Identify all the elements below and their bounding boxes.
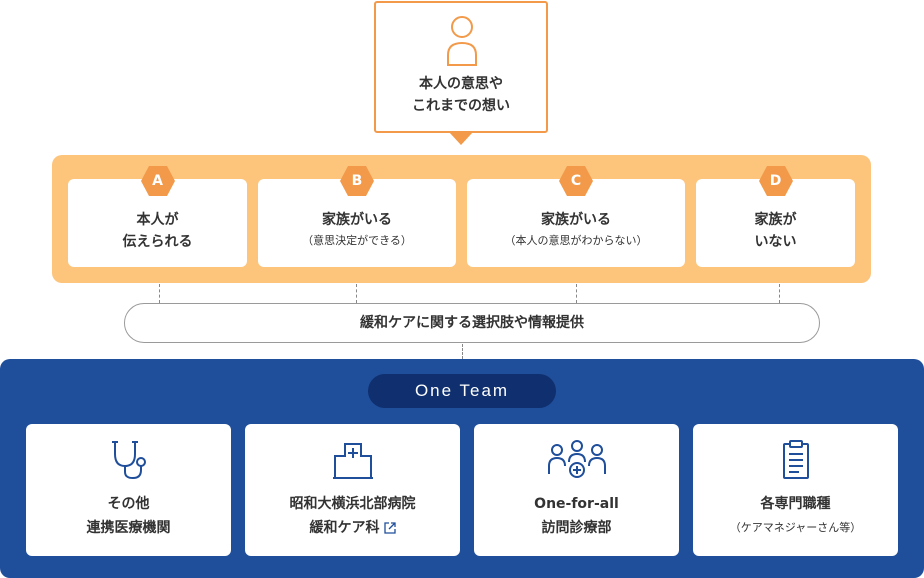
team-card-other-institutions: その他 連携医療機関 xyxy=(26,424,231,556)
connector-pill-team xyxy=(462,344,463,359)
team-label-home-care: One-for-all 訪問診療部 xyxy=(474,492,679,540)
team-card-palliative-dept[interactable]: 昭和大横浜北部病院 緩和ケア科 xyxy=(245,424,460,556)
team-label-professionals: 各専門職種 （ケアマネジャーさん等） xyxy=(693,492,898,540)
one-team-badge: One Team xyxy=(368,374,556,408)
patient-wishes-line2: これまでの想い xyxy=(412,98,510,114)
team-3-line2: （ケアマネジャーさん等） xyxy=(729,521,862,534)
patient-wishes-line1: 本人の意思や xyxy=(419,76,503,92)
case-d-line2: いない xyxy=(754,234,797,250)
case-a-letter: A xyxy=(152,173,163,189)
team-label-palliative-dept: 昭和大横浜北部病院 緩和ケア科 xyxy=(245,492,460,540)
team-card-home-care: One-for-all 訪問診療部 xyxy=(474,424,679,556)
case-d-hexagon: D xyxy=(758,166,793,196)
case-card-b: B 家族がいる （意思決定ができる） xyxy=(258,166,456,267)
case-c-line2: （本人の意思がわからない） xyxy=(504,234,648,247)
hospital-icon xyxy=(332,443,373,479)
case-b-hexagon: B xyxy=(340,166,374,196)
case-b-line2: （意思決定ができる） xyxy=(302,234,412,247)
patient-wishes-box: 本人の意思や これまでの想い xyxy=(374,1,548,133)
team-card-professionals: 各専門職種 （ケアマネジャーさん等） xyxy=(693,424,898,556)
options-info-pill: 緩和ケアに関する選択肢や情報提供 xyxy=(124,303,820,343)
person-icon xyxy=(447,16,477,66)
case-c-line1: 家族がいる xyxy=(541,212,611,228)
case-d-text: 家族が いない xyxy=(696,209,855,253)
case-c-hexagon: C xyxy=(559,166,593,196)
case-b-letter: B xyxy=(351,173,363,189)
case-card-c: C 家族がいる （本人の意思がわからない） xyxy=(467,166,685,267)
case-b-text: 家族がいる （意思決定ができる） xyxy=(258,209,456,251)
team-2-line2: 訪問診療部 xyxy=(541,520,612,536)
team-1-line2-wrap: 緩和ケア科 xyxy=(245,516,460,540)
team-2-line1: One-for-all xyxy=(534,496,619,512)
case-c-text: 家族がいる （本人の意思がわからない） xyxy=(467,209,685,251)
team-1-line2: 緩和ケア科 xyxy=(309,520,380,536)
top-box-pointer xyxy=(449,132,473,145)
team-label-other-institutions: その他 連携医療機関 xyxy=(26,492,231,540)
case-card-d: D 家族が いない xyxy=(696,166,855,267)
case-a-hexagon: A xyxy=(140,166,175,196)
case-d-letter: D xyxy=(769,173,782,189)
case-c-letter: C xyxy=(570,173,582,189)
patient-wishes-text: 本人の意思や これまでの想い xyxy=(376,73,546,117)
team-3-line1: 各専門職種 xyxy=(760,496,831,512)
connector-b xyxy=(356,284,357,303)
case-card-a: A 本人が 伝えられる xyxy=(68,166,247,267)
stethoscope-icon xyxy=(111,441,146,480)
case-a-text: 本人が 伝えられる xyxy=(68,209,247,253)
case-a-line2: 伝えられる xyxy=(122,234,193,250)
connector-a xyxy=(159,284,160,303)
connector-d xyxy=(779,284,780,303)
case-b-line1: 家族がいる xyxy=(322,212,392,228)
case-a-line1: 本人が xyxy=(136,212,179,228)
external-link-icon[interactable] xyxy=(383,522,396,534)
team-people-icon xyxy=(547,440,606,478)
team-1-line1: 昭和大横浜北部病院 xyxy=(289,496,416,512)
clipboard-icon xyxy=(782,440,809,479)
case-d-line1: 家族が xyxy=(754,212,797,228)
team-0-line1: その他 xyxy=(107,496,150,512)
connector-c xyxy=(576,284,577,303)
team-0-line2: 連携医療機関 xyxy=(86,520,171,536)
